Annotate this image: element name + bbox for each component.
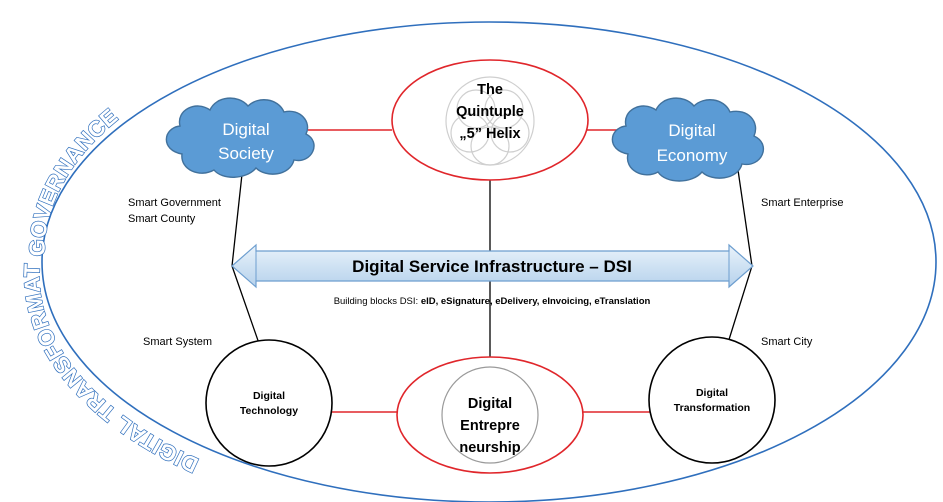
governance-arc-text-upper: GOVERNANCE (24, 103, 122, 256)
cloud-digital-economy: Digital Economy (611, 97, 765, 182)
label-smart-system: Smart System (143, 336, 212, 348)
technology-circle (205, 339, 333, 467)
cloud-society-line-1: Digital (222, 120, 269, 139)
cloud-digital-society: Digital Society (165, 97, 315, 178)
helix-line-2: Quintuple (456, 104, 524, 120)
label-smart-city: Smart City (761, 336, 813, 348)
transformation-line-2: Transformation (674, 402, 750, 414)
cloud-economy-line-2: Economy (657, 146, 728, 165)
label-smart-enterprise: Smart Enterprise (761, 197, 844, 209)
cloud-economy-shape (611, 97, 765, 182)
label-smart-county: Smart County (128, 213, 196, 225)
dsi-arrow-shape (231, 243, 754, 289)
entrepreneurship-line-3: neurship (459, 440, 520, 456)
cloud-economy-line-1: Digital (668, 121, 715, 140)
cloud-society-line-2: Society (218, 144, 274, 163)
dsi-building-blocks: Building blocks DSI: eID, eSignature, eD… (334, 296, 651, 307)
entrepreneurship-circle (441, 366, 539, 464)
helix-line-1: The (477, 82, 503, 98)
dsi-title: Digital Service Infrastructure – DSI (352, 257, 632, 276)
helix-emblem (445, 76, 535, 166)
dsi-double-arrow: Digital Service Infrastructure – DSI (231, 243, 754, 289)
dsi-building-prefix: Building blocks DSI: (334, 296, 421, 307)
cloud-society-shape (165, 97, 315, 178)
helix-line-3: „5” Helix (459, 126, 520, 142)
governance-ellipse (41, 21, 937, 502)
entrepreneurship-line-1: Digital (468, 396, 512, 412)
label-smart-government: Smart Government (128, 197, 221, 209)
entrepreneurship-ellipse (396, 356, 584, 474)
technology-line-2: Technology (240, 405, 298, 417)
helix-ellipse (391, 59, 589, 181)
transformation-line-1: Digital (696, 387, 728, 399)
transformation-circle (648, 336, 776, 464)
dsi-building-items: eID, eSignature, eDelivery, eInvoicing, … (421, 296, 651, 307)
entrepreneurship-line-2: Entrepre (460, 418, 520, 434)
technology-line-1: Digital (253, 390, 285, 402)
